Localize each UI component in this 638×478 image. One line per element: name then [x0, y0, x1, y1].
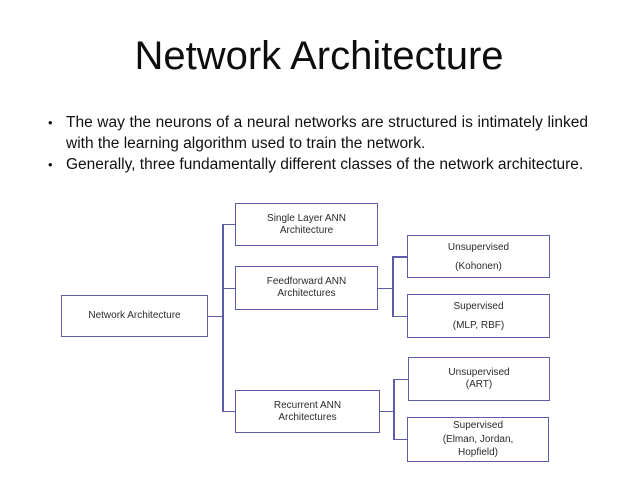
connector-branch-art	[393, 378, 408, 380]
connector-trunk-recurrent	[393, 379, 395, 440]
connector-branch-kohonen	[392, 256, 407, 258]
connector-branch-feedforward	[222, 287, 235, 289]
node-unsupervised-kohonen: Unsupervised (Kohonen)	[407, 235, 550, 278]
node-supervised-elman-jordan-hopfield: Supervised (Elman, Jordan, Hopfield)	[407, 417, 549, 462]
connector-recurrent-stub	[380, 410, 393, 412]
bullet-marker: •	[48, 157, 53, 172]
node-unsupervised-art: Unsupervised (ART)	[408, 357, 550, 401]
connector-branch-recurrent	[222, 410, 235, 412]
bullet-text: The way the neurons of a neural networks…	[66, 114, 588, 152]
bullet-marker: •	[48, 115, 53, 130]
node-feedforward-ann: Feedforward ANN Architectures	[235, 266, 378, 310]
slide-title: Network Architecture	[134, 34, 504, 78]
node-network-architecture: Network Architecture	[61, 295, 208, 337]
bullet-text: Generally, three fundamentally different…	[66, 156, 584, 173]
connector-branch-single-layer	[222, 223, 235, 225]
bullet-item: • Generally, three fundamentally differe…	[48, 154, 588, 175]
connector-branch-mlp	[392, 315, 407, 317]
connector-trunk-left	[222, 224, 224, 411]
connector-branch-elman	[393, 438, 407, 440]
connector-root-stub	[208, 315, 222, 317]
node-single-layer-ann: Single Layer ANN Architecture	[235, 203, 378, 246]
node-recurrent-ann: Recurrent ANN Architectures	[235, 390, 380, 433]
connector-feedforward-stub	[378, 287, 392, 289]
connector-trunk-feedforward	[392, 256, 394, 317]
node-supervised-mlp-rbf: Supervised (MLP, RBF)	[407, 294, 550, 338]
bullet-list: • The way the neurons of a neural networ…	[48, 112, 588, 175]
bullet-item: • The way the neurons of a neural networ…	[48, 112, 588, 154]
